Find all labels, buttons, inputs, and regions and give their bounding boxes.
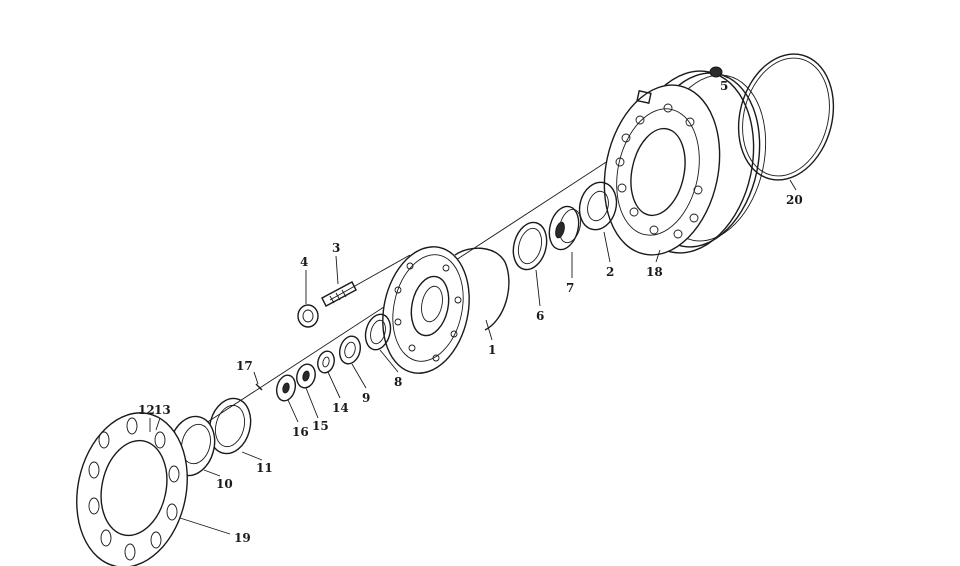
- callout-8: 8: [394, 375, 402, 389]
- callout-20: 20: [786, 193, 803, 207]
- callout-2: 2: [606, 265, 614, 279]
- part-15-nut: [296, 363, 316, 389]
- leader-lines: [149, 73, 797, 535]
- part-8-seal: [364, 313, 392, 351]
- callout-7: 7: [566, 281, 574, 295]
- callout-19: 19: [234, 531, 251, 545]
- callout-5: 5: [720, 79, 728, 93]
- callout-16: 16: [292, 425, 309, 439]
- callout-14: 14: [332, 401, 349, 415]
- part-19-wheel-plate: [76, 412, 188, 566]
- part-2-washer: [578, 181, 618, 231]
- part-18-brake-drum: [603, 70, 767, 256]
- part-7-bearing: [548, 205, 582, 251]
- callout-6: 6: [536, 309, 544, 323]
- callout-17: 17: [236, 359, 253, 373]
- part-14-washer: [317, 350, 335, 374]
- part-20-ring: [737, 53, 835, 181]
- part-1-hub: [382, 246, 510, 374]
- callout-10: 10: [216, 477, 233, 491]
- callout-11: 11: [256, 461, 273, 475]
- callout-13: 13: [154, 403, 171, 417]
- part-16-lock-ring: [275, 374, 297, 402]
- callout-4: 4: [300, 255, 308, 269]
- callout-3: 3: [332, 241, 340, 255]
- callout-1: 1: [488, 343, 496, 357]
- callout-15: 15: [312, 419, 329, 433]
- part-3-stud: [321, 281, 357, 307]
- callout-9: 9: [362, 391, 370, 405]
- callout-18: 18: [646, 265, 663, 279]
- callout-labels: 5 20 18 2 7 6 1 3 4 8 9 14 15 16 17 11 1…: [138, 79, 803, 545]
- part-11-gasket: [208, 397, 252, 455]
- part-6-bearing-race: [512, 221, 548, 271]
- part-17-pin: [255, 383, 263, 391]
- part-4-nut: [297, 304, 319, 328]
- part-5-nut: [709, 66, 723, 78]
- part-9-bearing: [338, 335, 362, 365]
- callout-12: 12: [138, 403, 155, 417]
